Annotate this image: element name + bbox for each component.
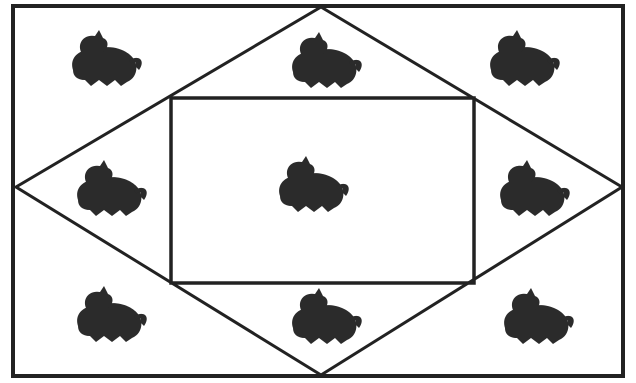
cat-icon	[77, 160, 147, 216]
cat-icon	[500, 160, 570, 216]
cat-icon	[504, 288, 574, 344]
cat-icon	[72, 30, 142, 86]
cat-icon	[292, 288, 362, 344]
cat-icon	[490, 30, 560, 86]
cat-icon	[77, 286, 147, 342]
cat-icon	[279, 156, 349, 212]
cat-icon	[292, 32, 362, 88]
